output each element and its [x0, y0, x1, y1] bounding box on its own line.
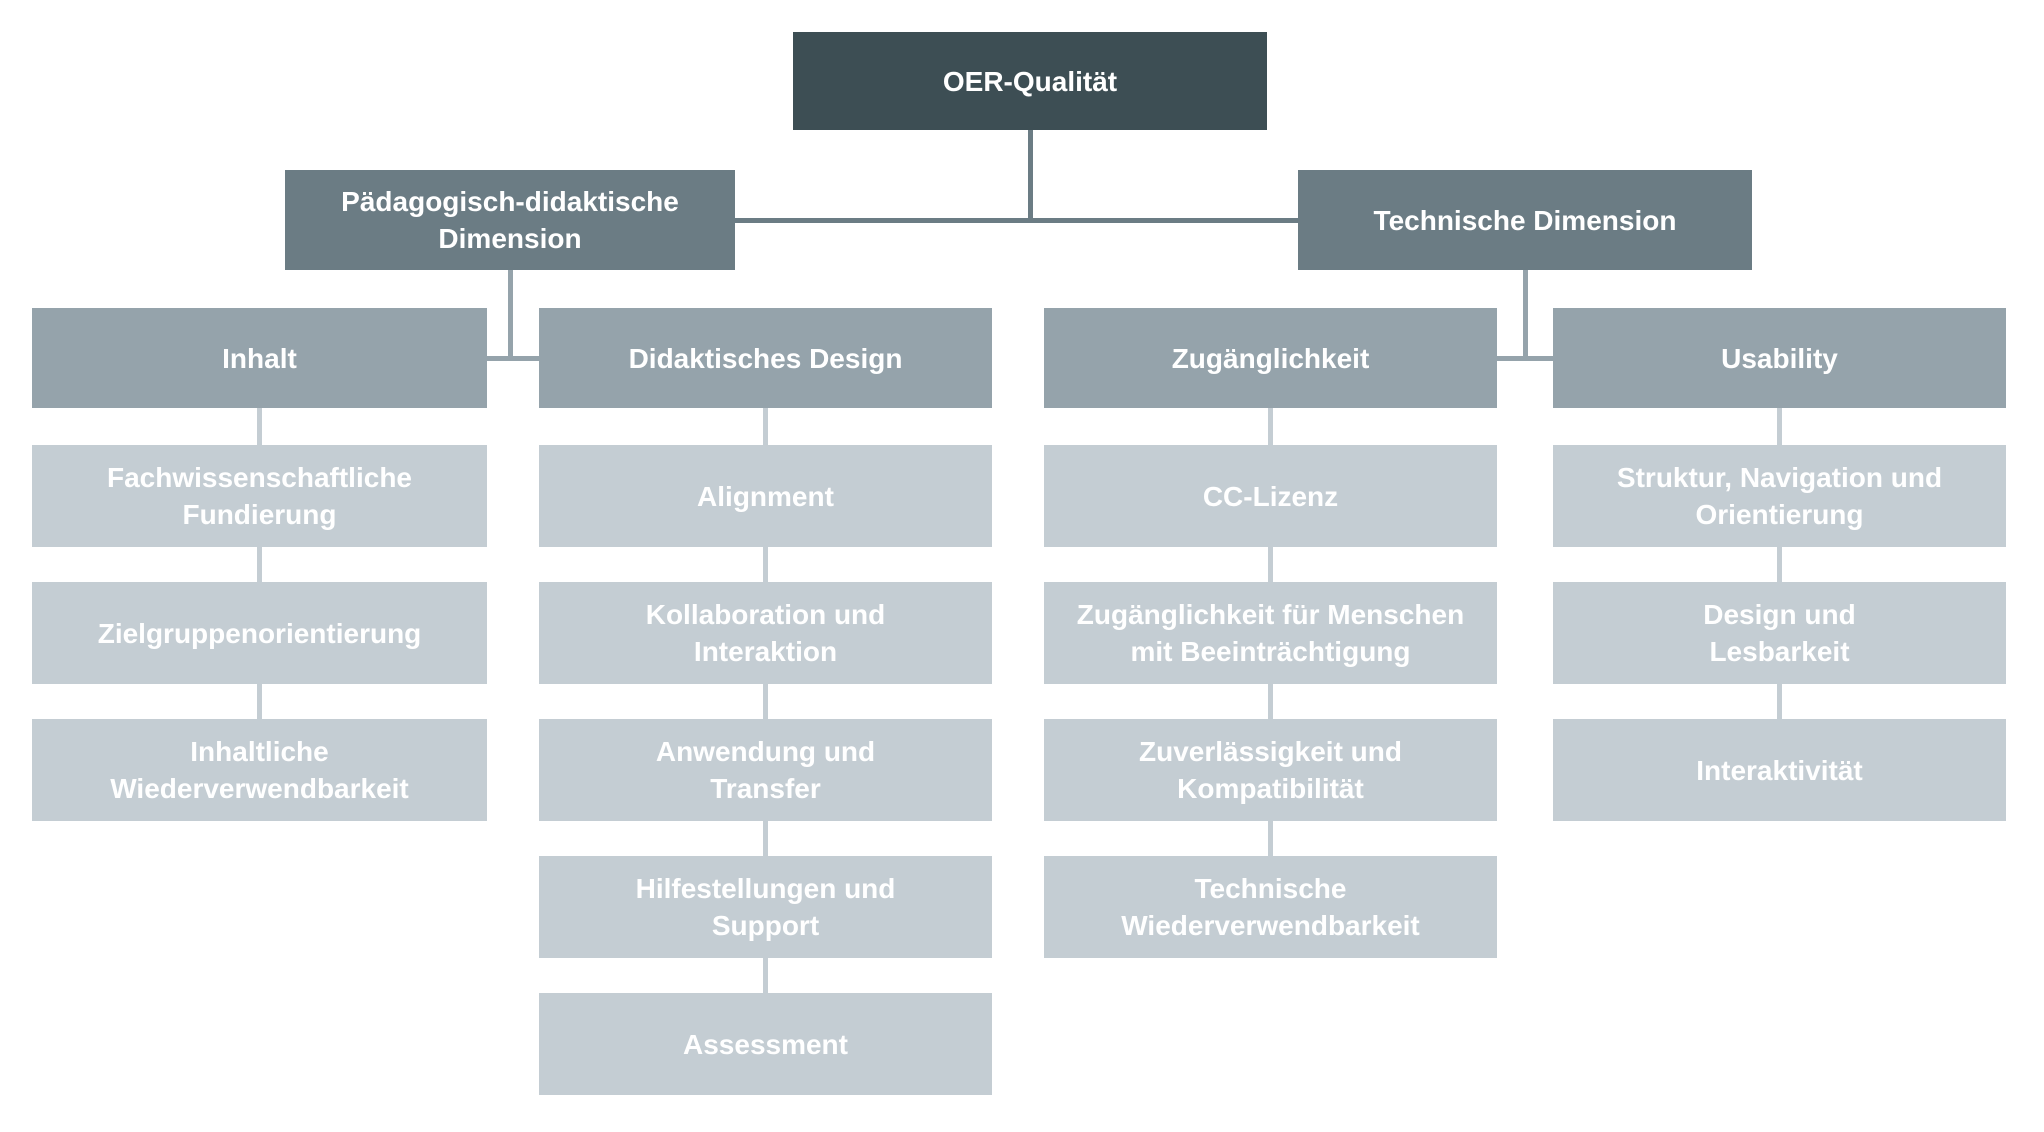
connector-usability-2 [1777, 547, 1782, 582]
connector-paedagogisch-horizontal [487, 356, 539, 361]
node-kollaboration-und-interaktion: Kollaboration und Interaktion [539, 582, 992, 684]
connector-inhalt-1 [257, 408, 262, 445]
node-struktur-navigation-orientierung: Struktur, Navigation und Orientierung [1553, 445, 2006, 547]
connector-zugang-3 [1268, 684, 1273, 719]
connector-didaktik-5 [763, 958, 768, 993]
connector-didaktik-4 [763, 821, 768, 856]
node-paedagogisch-didaktische-dimension: Pädagogisch-didaktische Dimension [285, 170, 735, 270]
node-zugaenglichkeit: Zugänglichkeit [1044, 308, 1497, 408]
node-technische-wiederverwendbarkeit: Technische Wiederverwendbarkeit [1044, 856, 1497, 958]
node-fachwissenschaftliche-fundierung: Fachwissenschaftliche Fundierung [32, 445, 487, 547]
connector-inhalt-3 [257, 684, 262, 719]
node-hilfestellungen-und-support: Hilfestellungen und Support [539, 856, 992, 958]
node-zielgruppenorientierung: Zielgruppenorientierung [32, 582, 487, 684]
connector-root-drop [1028, 130, 1033, 223]
node-design-und-lesbarkeit: Design und Lesbarkeit [1553, 582, 2006, 684]
connector-zugang-4 [1268, 821, 1273, 856]
connector-usability-3 [1777, 684, 1782, 719]
node-cc-lizenz: CC-Lizenz [1044, 445, 1497, 547]
node-interaktivitaet: Interaktivität [1553, 719, 2006, 821]
node-alignment: Alignment [539, 445, 992, 547]
connector-dimensions-horizontal [735, 218, 1298, 223]
node-oer-qualitaet: OER-Qualität [793, 32, 1267, 130]
connector-technisch-drop [1523, 270, 1528, 361]
connector-usability-1 [1777, 408, 1782, 445]
node-usability: Usability [1553, 308, 2006, 408]
connector-zugang-1 [1268, 408, 1273, 445]
node-didaktisches-design: Didaktisches Design [539, 308, 992, 408]
connector-didaktik-2 [763, 547, 768, 582]
node-zuverlaessigkeit-und-kompatibilitaet: Zuverlässigkeit und Kompatibilität [1044, 719, 1497, 821]
node-assessment: Assessment [539, 993, 992, 1095]
node-inhaltliche-wiederverwendbarkeit: Inhaltliche Wiederverwendbarkeit [32, 719, 487, 821]
connector-didaktik-3 [763, 684, 768, 719]
connector-didaktik-1 [763, 408, 768, 445]
node-technische-dimension: Technische Dimension [1298, 170, 1752, 270]
node-anwendung-und-transfer: Anwendung und Transfer [539, 719, 992, 821]
connector-zugang-2 [1268, 547, 1273, 582]
connector-inhalt-2 [257, 547, 262, 582]
connector-paedagogisch-drop [508, 270, 513, 361]
node-zugaenglichkeit-fuer-menschen: Zugänglichkeit für Menschen mit Beeinträ… [1044, 582, 1497, 684]
node-inhalt: Inhalt [32, 308, 487, 408]
connector-technisch-horizontal [1497, 356, 1553, 361]
